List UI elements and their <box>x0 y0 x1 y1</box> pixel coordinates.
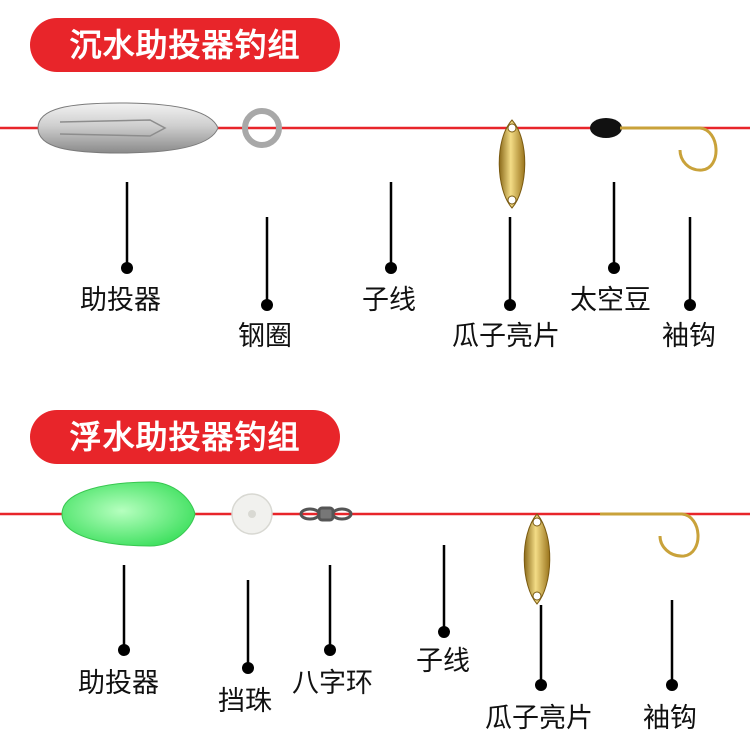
label-spoon-1: 瓜子亮片 <box>452 321 560 352</box>
swivel-icon <box>299 506 353 522</box>
gold-hook-icon <box>600 512 700 558</box>
label-sub-line-2: 子线 <box>416 646 470 677</box>
label-steel-ring: 钢圈 <box>238 321 292 352</box>
gold-spoon-icon <box>523 513 551 605</box>
leader-dots-1 <box>121 262 696 311</box>
gold-spoon-icon <box>498 119 526 209</box>
label-hook-1: 袖钩 <box>662 321 716 352</box>
silver-sinker-icon <box>37 102 219 154</box>
stop-bead-hole <box>248 510 256 518</box>
green-float-icon <box>61 481 196 547</box>
label-sub-line-1: 子线 <box>362 285 416 316</box>
steel-ring-icon <box>242 108 282 148</box>
label-swivel: 八字环 <box>292 668 373 699</box>
black-bead-icon <box>590 118 622 138</box>
label-bead: 太空豆 <box>570 285 651 316</box>
floating-rig-title: 浮水助投器钓组 <box>30 410 340 464</box>
label-stop-bead: 挡珠 <box>218 686 272 717</box>
label-booster-1: 助投器 <box>80 285 161 316</box>
sinking-rig-title: 沉水助投器钓组 <box>30 18 340 72</box>
leader-dots-2 <box>118 626 678 691</box>
label-spoon-2: 瓜子亮片 <box>485 703 593 734</box>
leader-lines-1 <box>125 182 692 305</box>
label-hook-2: 袖钩 <box>643 703 697 734</box>
leader-lines-2 <box>122 545 674 685</box>
gold-hook-icon <box>620 126 718 172</box>
label-booster-2: 助投器 <box>78 668 159 699</box>
